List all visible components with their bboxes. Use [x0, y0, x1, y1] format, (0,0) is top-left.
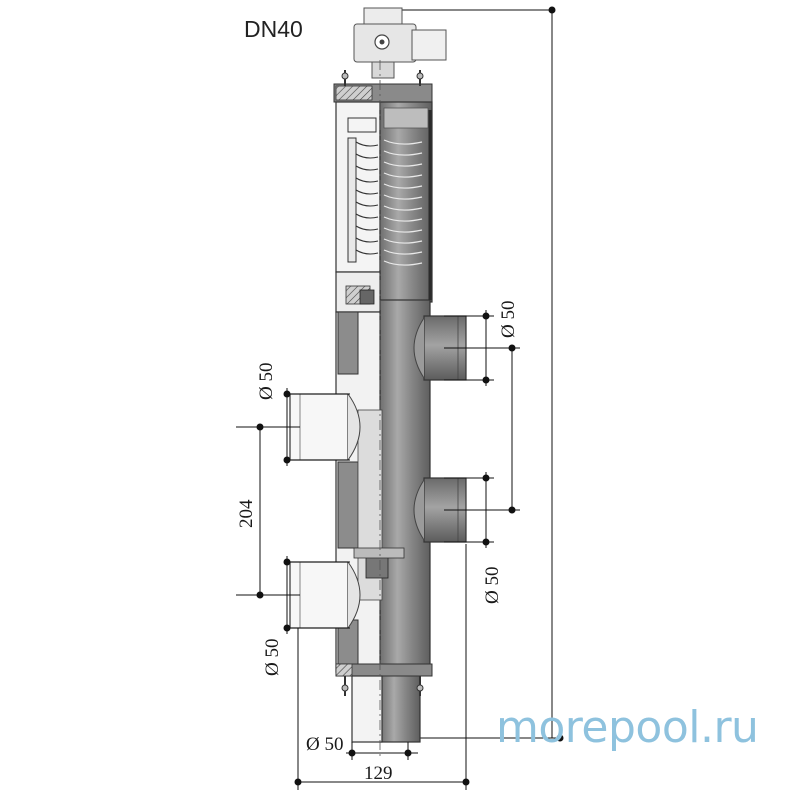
inner-spring-coils	[383, 139, 423, 266]
spring-coil	[355, 213, 379, 219]
top-actuator	[353, 7, 447, 79]
right-dimension-lines	[444, 310, 520, 548]
valve-size-title: DN40	[244, 16, 303, 42]
inner-spring-coil	[383, 260, 423, 266]
inner-spring-coil	[383, 150, 423, 156]
inner-spring-coil	[383, 238, 423, 244]
spring-coil	[355, 189, 379, 195]
top-cap	[333, 70, 433, 103]
spring-coil	[355, 177, 379, 183]
spring-coil	[355, 225, 379, 231]
spring-coil	[355, 153, 379, 159]
dim-bottom-port: Ø 50	[306, 734, 343, 755]
inner-spring-coil	[383, 183, 423, 189]
bottom-dimension-lines	[294, 544, 470, 790]
spring-coils	[355, 141, 379, 255]
main-pipe	[379, 101, 433, 743]
spring-coil	[355, 237, 379, 243]
left-lower-port	[289, 561, 361, 629]
left-dimension-lines	[236, 388, 350, 634]
dim-left-upper-port: Ø 50	[256, 363, 277, 400]
spring-coil	[355, 165, 379, 171]
inner-spring-coil	[383, 205, 423, 211]
dim-right-upper-port: Ø 50	[498, 301, 519, 338]
seal-block	[335, 271, 381, 313]
inner-spring-coil	[383, 172, 423, 178]
dim-right-lower-port: Ø 50	[482, 567, 503, 604]
spring-coil	[355, 141, 379, 147]
spring-coil	[355, 249, 379, 255]
inner-spring-coil	[383, 139, 423, 145]
dim-overall-width: 129	[364, 763, 393, 784]
spring-housing	[335, 101, 381, 273]
brand-watermark: morepool.ru	[496, 702, 759, 753]
inner-spring-coil	[383, 227, 423, 233]
inner-spring-coil	[383, 194, 423, 200]
inner-spring-coil	[383, 161, 423, 167]
inner-spring-coil	[383, 249, 423, 255]
dim-left-lower-port: Ø 50	[262, 639, 283, 676]
inner-spring-coil	[383, 216, 423, 222]
bottom-flange	[335, 663, 433, 743]
spring-coil	[355, 201, 379, 207]
left-upper-port	[289, 393, 361, 461]
dim-port-spacing: 204	[236, 499, 257, 528]
